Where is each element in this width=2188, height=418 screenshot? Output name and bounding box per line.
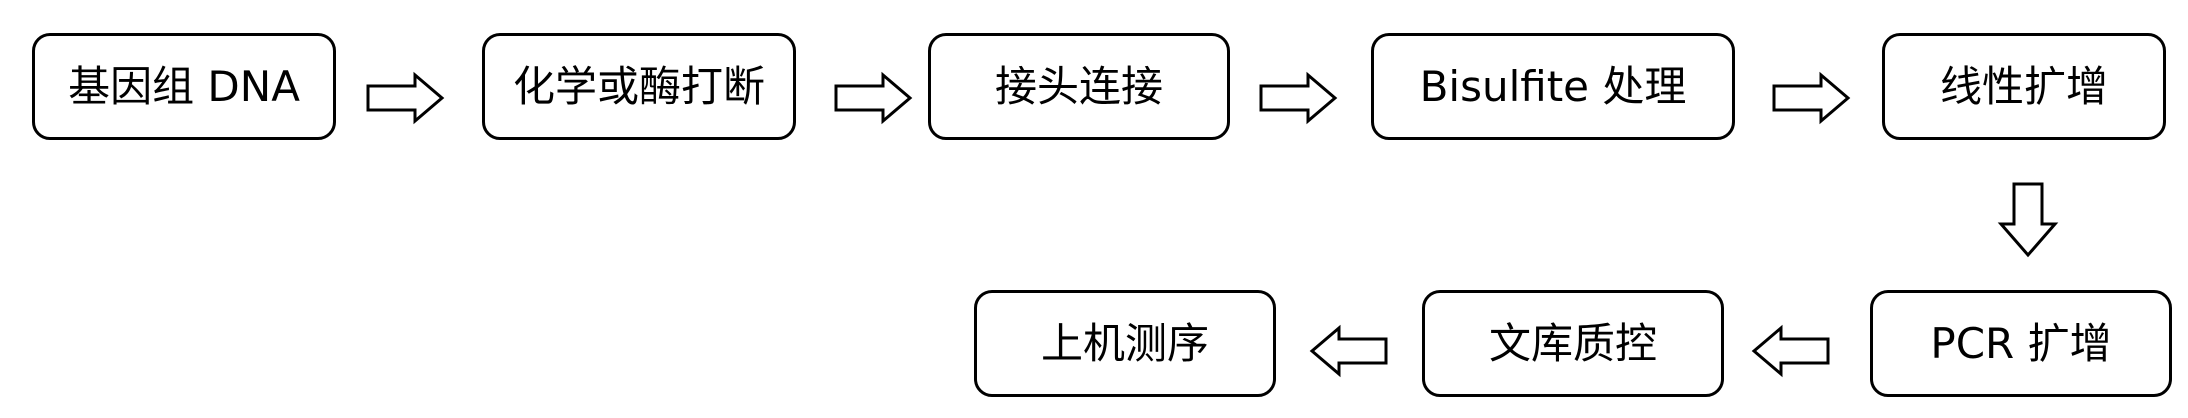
arrow-right-icon	[1772, 71, 1851, 125]
step-label: PCR 扩增	[1930, 318, 2112, 368]
arrow-down-icon	[1997, 182, 2059, 258]
arrow-left-icon	[1309, 324, 1388, 378]
step-library-qc: 文库质控	[1422, 290, 1724, 397]
step-bisulfite-treatment: Bisulfite 处理	[1371, 33, 1735, 140]
step-pcr-amplification: PCR 扩增	[1870, 290, 2172, 397]
step-label: 化学或酶打断	[512, 61, 765, 111]
step-adapter-ligation: 接头连接	[928, 33, 1230, 140]
arrow-right-icon	[834, 71, 913, 125]
arrow-right-icon	[1259, 71, 1338, 125]
step-sequencing: 上机测序	[974, 290, 1276, 397]
step-label: 线性扩增	[1939, 61, 2108, 111]
arrow-left-icon	[1751, 324, 1830, 378]
step-fragmentation: 化学或酶打断	[482, 33, 796, 140]
step-genomic-dna: 基因组 DNA	[32, 33, 336, 140]
arrow-right-icon	[366, 71, 445, 125]
step-label: 文库质控	[1488, 318, 1657, 368]
step-label: 接头连接	[994, 61, 1163, 111]
step-label: 上机测序	[1040, 318, 1209, 368]
step-linear-amplification: 线性扩增	[1882, 33, 2166, 140]
step-label: Bisulfite 处理	[1419, 61, 1687, 111]
step-label: 基因组 DNA	[68, 61, 300, 111]
